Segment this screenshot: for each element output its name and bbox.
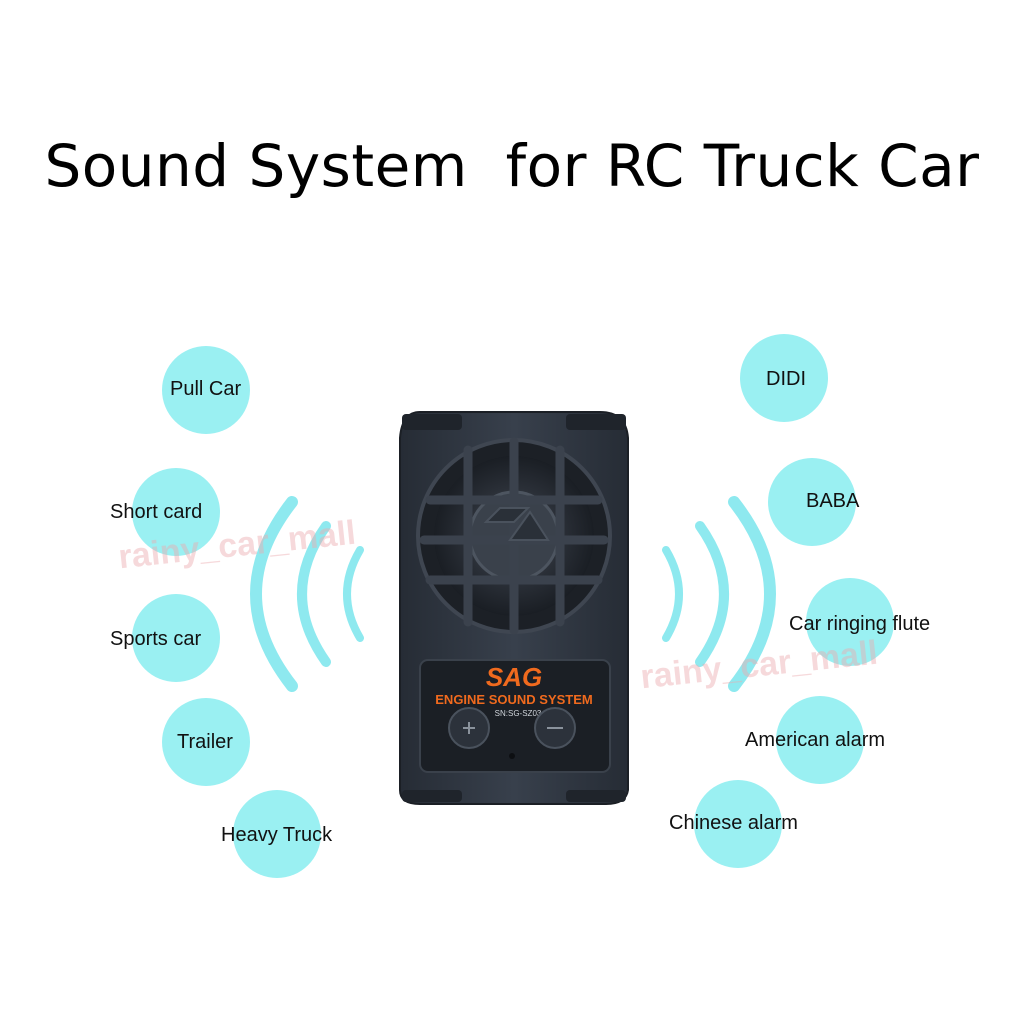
label-american-alarm: American alarm — [745, 729, 886, 751]
bubble-sports-car — [132, 594, 220, 682]
wave-left-inner — [343, 546, 364, 642]
wave-right-outer — [728, 496, 776, 692]
label-chinese-alarm: Chinese alarm — [669, 812, 798, 834]
wave-left-outer — [250, 496, 298, 692]
wave-left-middle — [297, 521, 331, 667]
label-pull-car: Pull Car — [170, 378, 242, 400]
bubble-trailer — [162, 698, 250, 786]
wave-right-inner — [662, 546, 683, 642]
bubble-baba — [768, 458, 856, 546]
mount-tab-left — [402, 414, 462, 430]
device-name: ENGINE SOUND SYSTEM — [435, 692, 592, 707]
bubble-chinese-alarm — [694, 780, 782, 868]
wave-right-middle — [695, 521, 729, 667]
mount-tab-bottom-right — [566, 790, 626, 802]
bubble-short-card — [132, 468, 220, 556]
label-didi: DIDI — [766, 368, 806, 390]
mount-tab-right — [566, 414, 626, 430]
label-short-card: Short card — [110, 501, 203, 523]
indicator-hole — [509, 753, 515, 759]
device-logo: SAG — [486, 662, 542, 692]
bubble-pull-car — [162, 346, 250, 434]
device-serial: SN:SG-SZ03 — [495, 709, 542, 718]
label-sports-car: Sports car — [110, 628, 202, 650]
label-car-ringing-flute: Car ringing flute — [789, 613, 931, 635]
bubble-american-alarm — [776, 696, 864, 784]
mount-tab-bottom-left — [402, 790, 462, 802]
page-title: Sound System for RC Truck Car — [44, 132, 980, 200]
bubble-heavy-truck — [233, 790, 321, 878]
bubble-car-ringing-flute — [806, 578, 894, 666]
label-heavy-truck: Heavy Truck — [221, 824, 333, 846]
bubble-didi — [740, 334, 828, 422]
label-baba: BABA — [806, 490, 860, 512]
label-trailer: Trailer — [177, 731, 233, 753]
